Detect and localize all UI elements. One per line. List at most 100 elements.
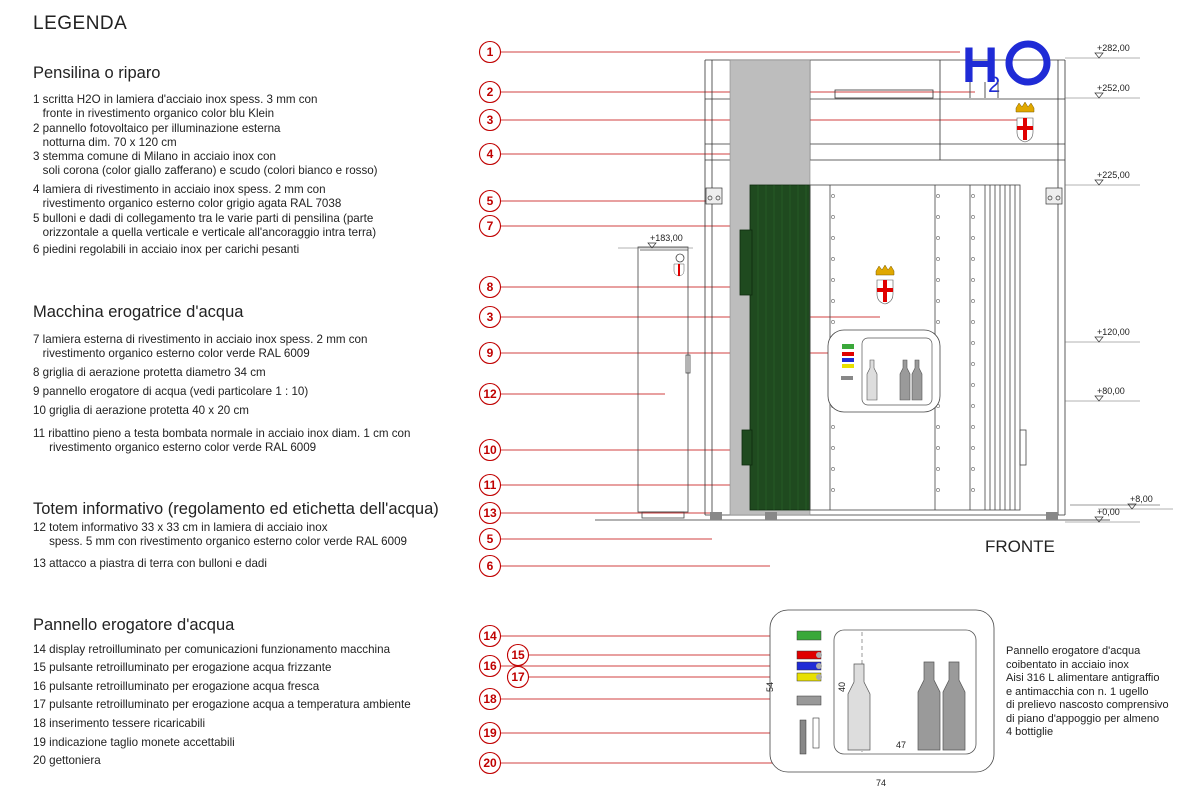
callout-2: 2 <box>478 80 502 104</box>
rivet <box>971 215 975 219</box>
rivet <box>936 488 940 492</box>
rivet <box>831 194 835 198</box>
callout-11: 11 <box>478 473 502 497</box>
callout-7: 7 <box>478 214 502 238</box>
callout-number: 12 <box>483 387 497 401</box>
rivet <box>971 404 975 408</box>
legend-item-8: 8 griglia di aerazione protetta diametro… <box>33 366 266 379</box>
callout-5: 5 <box>478 527 502 551</box>
callout-19: 19 <box>478 721 502 745</box>
rivet <box>936 320 940 324</box>
elevation-triangle-icon <box>1127 503 1137 510</box>
rivet <box>936 467 940 471</box>
legend-title: LEGENDA <box>33 13 128 34</box>
elevation-marker: +8,00 <box>1098 494 1173 510</box>
rivet <box>831 236 835 240</box>
callout-number: 9 <box>487 346 494 360</box>
section-title-pensilina: Pensilina o riparo <box>33 64 161 82</box>
rivet <box>971 236 975 240</box>
legend-item-15: 15 pulsante retroilluminato per erogazio… <box>33 661 332 674</box>
elevation-label: +80,00 <box>1097 386 1125 396</box>
elevation-marker: +183,00 <box>618 233 693 249</box>
milan-coat-of-arms-icon <box>1015 101 1035 143</box>
elevation-label: +183,00 <box>650 233 683 243</box>
rivet <box>971 488 975 492</box>
legend-item-19: 19 indicazione taglio monete accettabili <box>33 736 235 749</box>
rivet <box>971 341 975 345</box>
elevation-label: +225,00 <box>1097 170 1130 180</box>
rivet <box>971 425 975 429</box>
legend-item-6: 6 piedini regolabili in acciaio inox per… <box>33 243 300 256</box>
elevation-triangle-icon <box>1094 52 1104 59</box>
section-title-totem: Totem informativo (regolamento ed etiche… <box>33 500 439 518</box>
rivet <box>971 446 975 450</box>
callout-number: 10 <box>483 443 497 457</box>
callout-number: 11 <box>484 478 497 492</box>
elevation-marker: +80,00 <box>1065 386 1140 402</box>
elevation-label: +120,00 <box>1097 327 1130 337</box>
rivet <box>971 257 975 261</box>
section-title-macchina: Macchina erogatrice d'acqua <box>33 303 244 321</box>
rivet <box>936 257 940 261</box>
legend-item-7: 7 lamiera esterna di rivestimento in acc… <box>33 333 368 360</box>
rivet <box>831 299 835 303</box>
dim-40: 40 <box>837 682 847 692</box>
rivet <box>971 383 975 387</box>
totem <box>637 246 691 519</box>
rivet <box>831 446 835 450</box>
legend-item-16: 16 pulsante retroilluminato per erogazio… <box>33 680 320 693</box>
callout-number: 19 <box>483 726 497 740</box>
milan-coat-of-arms-icon <box>875 264 895 305</box>
callout-number: 15 <box>511 648 525 662</box>
callout-number: 3 <box>487 113 494 127</box>
rivet <box>971 362 975 366</box>
callout-6: 6 <box>478 554 502 578</box>
callout-number: 3 <box>487 310 494 324</box>
elevation-marker: +252,00 <box>1065 83 1140 99</box>
h2o-letter-2: 2 <box>988 72 1000 97</box>
callout-number: 20 <box>483 756 497 770</box>
elevation-label: +282,00 <box>1097 43 1130 53</box>
legend-item-17: 17 pulsante retroilluminato per erogazio… <box>33 698 411 711</box>
rivet <box>971 299 975 303</box>
callout-9: 9 <box>478 341 502 365</box>
card-slot <box>796 695 822 706</box>
elevation-triangle-icon <box>1094 395 1104 402</box>
callout-18: 18 <box>478 687 502 711</box>
elevation-label: +0,00 <box>1097 507 1120 517</box>
green-vent-panel <box>739 184 811 511</box>
legend-item-2: 2 pannello fotovoltaico per illuminazion… <box>33 122 281 149</box>
callout-17: 17 <box>506 665 530 689</box>
callout-3: 3 <box>478 305 502 329</box>
bolt-plates <box>705 187 1063 205</box>
dim-54: 54 <box>765 682 775 692</box>
callout-3: 3 <box>478 108 502 132</box>
elevation-marker: +0,00 <box>1065 507 1140 523</box>
legend-item-12: 12 totem informativo 33 x 33 cm in lamie… <box>33 521 407 548</box>
elevation-triangle-icon <box>1094 179 1104 186</box>
h2o-sign: H 2 <box>962 37 1051 98</box>
callout-8: 8 <box>478 275 502 299</box>
legend-item-4: 4 lamiera di rivestimento in acciaio ino… <box>33 183 342 210</box>
callout-number: 7 <box>487 219 494 233</box>
rivet <box>971 194 975 198</box>
callout-number: 2 <box>487 85 494 99</box>
rivet <box>831 425 835 429</box>
legend-item-1: 1 scritta H2O in lamiera d'acciaio inox … <box>33 93 318 120</box>
elevation-markers: +282,00 +252,00 +225,00 +183,00 +120,00 +80,0… <box>618 43 1173 523</box>
bottle-icon <box>917 661 941 751</box>
bottle-icon <box>942 661 966 751</box>
rivet <box>831 257 835 261</box>
callout-number: 5 <box>487 194 494 208</box>
rivet <box>831 467 835 471</box>
callout-number: 14 <box>483 629 497 643</box>
rivet <box>936 425 940 429</box>
callout-number: 5 <box>487 532 494 546</box>
callout-number: 1 <box>487 45 494 59</box>
callout-5: 5 <box>478 189 502 213</box>
display-screen <box>796 630 822 641</box>
elevation-marker: +282,00 <box>1065 43 1140 59</box>
coin-indicator <box>799 719 807 755</box>
